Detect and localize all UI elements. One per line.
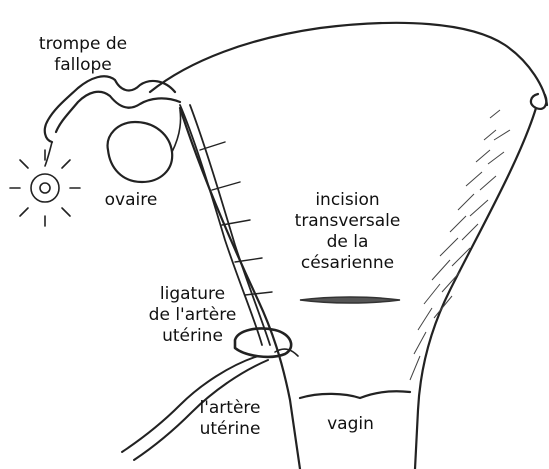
incision-line [300, 297, 400, 303]
label-line: de la [285, 232, 410, 253]
uterus-right-wall [415, 108, 536, 469]
label-line: césarienne [285, 253, 410, 274]
label-line: utérine [140, 326, 245, 347]
label-line: transversale [285, 211, 410, 232]
ovary-shape [108, 122, 173, 182]
label-line: ovaire [96, 190, 166, 211]
label-line: ligature [140, 284, 245, 305]
label-vagina: vagin [318, 414, 383, 435]
fallopian-tube [45, 76, 175, 142]
label-line: vagin [318, 414, 383, 435]
label-fallopian-tube: trompe de fallope [28, 34, 138, 76]
cervix-outline [300, 391, 410, 398]
uterus-outline [150, 23, 547, 105]
label-line: utérine [185, 419, 275, 440]
label-ligature: ligature de l'artère utérine [140, 284, 245, 347]
label-ovary: ovaire [96, 190, 166, 211]
label-line: de l'artère [140, 305, 245, 326]
label-line: trompe de [28, 34, 138, 55]
label-line: l'artère [185, 398, 275, 419]
shading-hatching [410, 110, 510, 380]
label-line: incision [285, 190, 410, 211]
fimbriae [10, 142, 80, 226]
label-incision: incision transversale de la césarienne [285, 190, 410, 274]
label-uterine-artery: l'artère utérine [185, 398, 275, 440]
label-line: fallope [28, 55, 138, 76]
